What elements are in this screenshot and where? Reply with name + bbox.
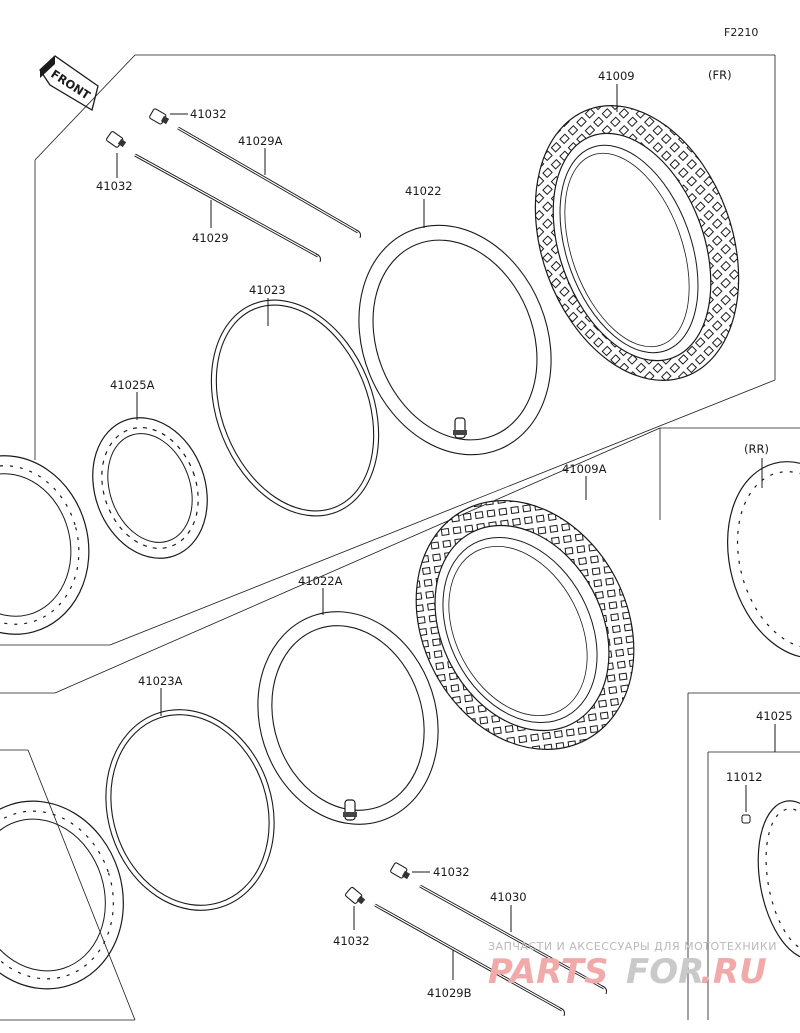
rear-rim-box-lower	[687, 692, 800, 1020]
partial-rim-left	[0, 455, 90, 635]
label-41029B: 41029B	[427, 986, 472, 1000]
rear-rim-band	[105, 709, 275, 911]
label-41025: 41025	[756, 709, 793, 723]
rear-spoke-41030	[419, 884, 607, 995]
nipple-icon	[106, 131, 127, 148]
label-41023: 41023	[249, 283, 286, 297]
watermark-brand-ru: .RU	[700, 952, 767, 992]
front-rim	[92, 417, 208, 559]
label-41029A: 41029A	[238, 134, 283, 148]
watermark-tagline: ЗАПЧАСТИ И АКСЕССУАРЫ ДЛЯ МОТОТЕХНИКИ	[488, 940, 777, 953]
label-41029: 41029	[192, 231, 229, 245]
label-41023A: 41023A	[138, 674, 183, 688]
rear-rim-box-upper	[659, 428, 800, 659]
label-41025A: 41025A	[110, 378, 155, 392]
label-41009A: 41009A	[562, 462, 607, 476]
nipple-icon	[345, 886, 366, 905]
nipple-icon	[390, 862, 411, 880]
front-spoke-41029	[134, 153, 321, 263]
rear-spoke-41029B	[374, 903, 565, 1017]
front-arrow-icon: FRONT	[39, 55, 99, 112]
valve-cap-icon	[741, 814, 751, 824]
label-11012: 11012	[726, 770, 763, 784]
front-rim-band	[210, 299, 380, 517]
front-section-frame	[0, 54, 776, 646]
label-41009: 41009	[598, 69, 635, 83]
rear-section-frame	[0, 427, 800, 694]
front-tire	[534, 105, 740, 381]
front-section-label: (FR)	[708, 68, 732, 82]
rear-tube	[257, 611, 439, 825]
label-41030: 41030	[490, 890, 527, 904]
label-41022A: 41022A	[298, 574, 343, 588]
label-41032-b: 41032	[96, 179, 133, 193]
label-41032-a: 41032	[190, 107, 227, 121]
figure-code: F2210	[724, 26, 758, 39]
label-41022: 41022	[405, 184, 442, 198]
label-41032-c: 41032	[433, 865, 470, 879]
watermark-brand-parts: PARTS	[488, 952, 608, 992]
front-tube	[358, 224, 552, 456]
nipple-icon	[149, 108, 170, 125]
rear-section-label: (RR)	[744, 442, 769, 456]
watermark-logo: ЗАПЧАСТИ И АКСЕССУАРЫ ДЛЯ МОТОТЕХНИКИ PA…	[488, 940, 777, 992]
label-41032-d: 41032	[333, 934, 370, 948]
front-spoke-41029A	[177, 126, 361, 239]
rear-tire	[415, 500, 635, 750]
watermark-brand-for: FOR	[626, 952, 704, 992]
partial-rim-bottom-left	[0, 749, 136, 1021]
